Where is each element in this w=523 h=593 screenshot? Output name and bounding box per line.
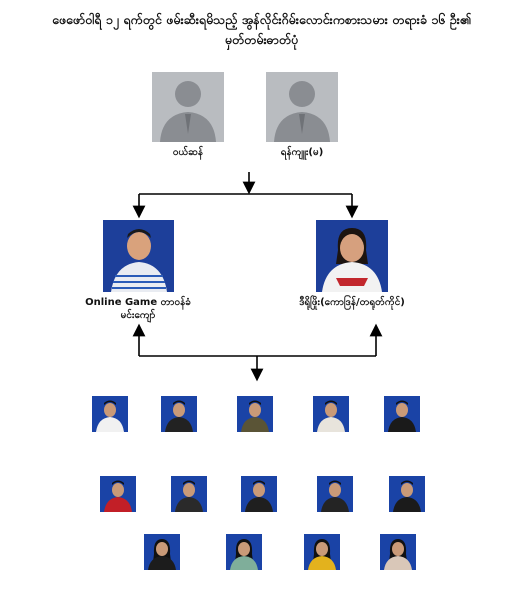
mid-person-1-line2: မင်းကျော် bbox=[120, 310, 156, 321]
mid-person-2-caption: ဒီရိုဖြိုး(ကောဒြန်/တရုတ်ကိုင်) bbox=[282, 296, 422, 309]
suspect-photo-10 bbox=[389, 476, 425, 512]
suspect-photo-1 bbox=[92, 396, 128, 432]
suspect-photo-2 bbox=[161, 396, 197, 432]
mid-person-2-line1: ဒီရိုဖြိုး(ကောဒြန်/တရုတ်ကိုင်) bbox=[299, 297, 405, 308]
mid-person-1-caption: Online Game တာဝန်ခံ မင်းကျော် bbox=[68, 296, 208, 322]
top-person-2-name: ရန်ကျူး(မ) bbox=[280, 147, 324, 158]
placeholder-photo-2 bbox=[266, 72, 338, 142]
person-photo-min-kyaw bbox=[103, 220, 174, 292]
person-silhouette-icon bbox=[274, 81, 330, 142]
suspect-photo-14 bbox=[380, 534, 416, 570]
title-line-1: ဖေဖော်ဝါရီ ၁၂ ရက်တွင် ဖမ်းဆီးရမိသည့် အွန… bbox=[52, 12, 471, 27]
mid-person-1-line1: Online Game တာဝန်ခံ bbox=[85, 297, 191, 308]
suspect-photo-5 bbox=[384, 396, 420, 432]
placeholder-photo-1 bbox=[152, 72, 224, 142]
suspect-photo-4 bbox=[313, 396, 349, 432]
suspect-photo-6 bbox=[100, 476, 136, 512]
suspect-photo-9 bbox=[317, 476, 353, 512]
person-photo-female-lead bbox=[316, 220, 388, 292]
page-title: ဖေဖော်ဝါရီ ၁၂ ရက်တွင် ဖမ်းဆီးရမိသည့် အွန… bbox=[0, 10, 523, 50]
person-silhouette-icon bbox=[160, 81, 216, 142]
suspect-photo-13 bbox=[304, 534, 340, 570]
suspect-photo-11 bbox=[144, 534, 180, 570]
suspect-photo-12 bbox=[226, 534, 262, 570]
title-line-2: မှတ်တမ်းဓာတ်ပုံ bbox=[224, 32, 299, 47]
suspect-photo-7 bbox=[171, 476, 207, 512]
top-person-1-name: ဝယ်ဆန် bbox=[172, 147, 204, 158]
suspect-photo-3 bbox=[237, 396, 273, 432]
suspect-photo-8 bbox=[241, 476, 277, 512]
